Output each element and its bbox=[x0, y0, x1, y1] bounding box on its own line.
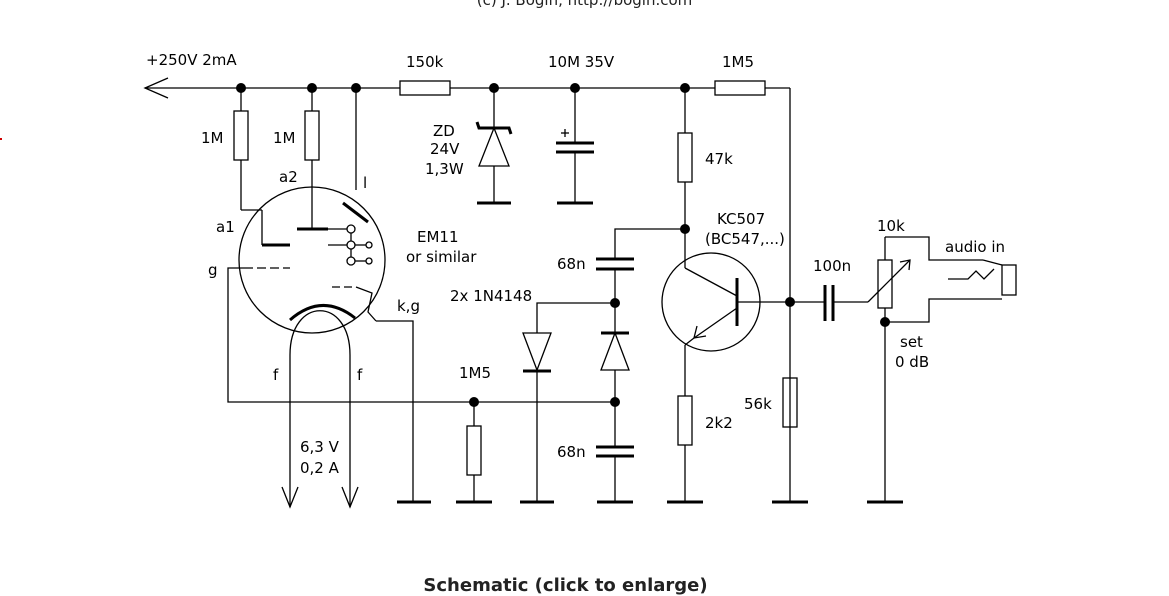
resistor-2k2 bbox=[667, 395, 703, 504]
tube-em11 bbox=[238, 186, 386, 509]
wire-grid bbox=[227, 267, 474, 403]
label-pin-a1: a1 bbox=[216, 218, 235, 236]
label-10k: 10k bbox=[877, 217, 905, 235]
label-audio-in: audio in bbox=[945, 238, 1005, 256]
label-pin-f1: f bbox=[273, 366, 279, 384]
copyright-credit: (c) J. Bogin, http://bogin.com bbox=[476, 0, 693, 9]
label-heater-current: 0,2 A bbox=[300, 459, 340, 477]
capacitor-100n bbox=[790, 285, 868, 321]
label-transistor-type: KC507 bbox=[717, 210, 765, 228]
label-tube-alt: or similar bbox=[406, 248, 477, 266]
wire-cathode bbox=[376, 320, 414, 502]
label-1m-a: 1M bbox=[201, 129, 224, 147]
label-1m5-top: 1M5 bbox=[722, 53, 754, 71]
label-zd-3: 1,3W bbox=[425, 160, 464, 178]
label-pin-l: l bbox=[363, 174, 367, 192]
audio-input-jack bbox=[885, 236, 1017, 323]
capacitor-68n-bottom bbox=[596, 445, 634, 504]
label-tube-type: EM11 bbox=[417, 228, 459, 246]
junction-dots bbox=[236, 83, 890, 407]
schematic-caption-link[interactable]: Schematic (click to enlarge) bbox=[423, 575, 708, 596]
supply-rail bbox=[143, 77, 791, 502]
resistor-1m-a1 bbox=[233, 88, 263, 245]
label-diodes: 2x 1N4148 bbox=[450, 287, 532, 305]
label-56k: 56k bbox=[744, 395, 772, 413]
label-pin-kg: k,g bbox=[397, 297, 420, 315]
label-set: set bbox=[900, 333, 923, 351]
stray-marker bbox=[0, 138, 2, 140]
capacitor-68n-top bbox=[596, 228, 685, 333]
resistor-1m5-top bbox=[714, 80, 766, 96]
diodes-1n4148 bbox=[520, 302, 630, 504]
label-zd-2: 24V bbox=[430, 140, 460, 158]
resistor-1m-a2 bbox=[304, 88, 320, 229]
resistor-150k bbox=[399, 80, 451, 96]
resistor-47k bbox=[677, 88, 693, 268]
label-68n-bottom: 68n bbox=[557, 443, 586, 461]
label-transistor-alt: (BC547,...) bbox=[705, 230, 785, 248]
potentiometer-10k bbox=[867, 237, 911, 504]
label-pin-f2: f bbox=[357, 366, 363, 384]
label-47k: 47k bbox=[705, 150, 733, 168]
label-1m-b: 1M bbox=[273, 129, 296, 147]
resistor-1m5-bottom bbox=[456, 402, 492, 504]
label-pin-a2: a2 bbox=[279, 168, 298, 186]
label-zd-1: ZD bbox=[433, 122, 455, 140]
label-68n-top: 68n bbox=[557, 255, 586, 273]
label-150k: 150k bbox=[406, 53, 444, 71]
label-10m-35v: 10M 35V bbox=[548, 53, 615, 71]
label-0db: 0 dB bbox=[895, 353, 929, 371]
label-pin-g: g bbox=[208, 261, 218, 279]
label-supply: +250V 2mA bbox=[146, 51, 237, 69]
label-2k2: 2k2 bbox=[705, 414, 733, 432]
resistor-56k bbox=[772, 377, 808, 504]
capacitor-10m-35v bbox=[556, 88, 594, 205]
label-100n: 100n bbox=[813, 257, 851, 275]
label-heater-voltage: 6,3 V bbox=[300, 438, 340, 456]
transistor-kc507 bbox=[661, 252, 790, 396]
label-1m5-bottom: 1M5 bbox=[459, 364, 491, 382]
zener-diode bbox=[475, 88, 513, 205]
